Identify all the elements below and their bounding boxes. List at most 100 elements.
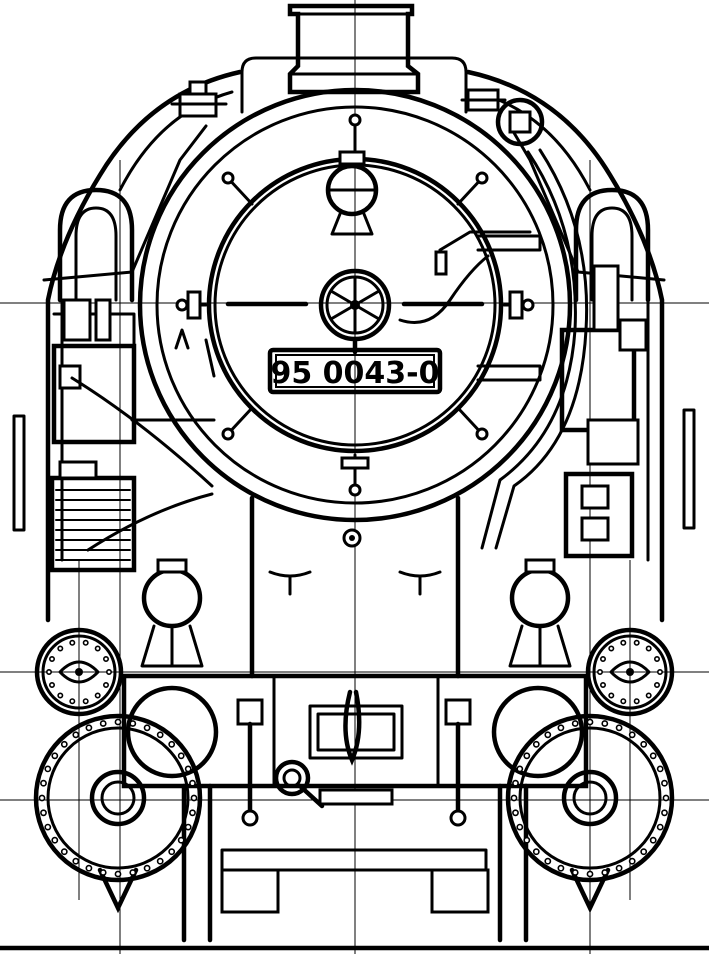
door-clamp-upper-right	[456, 171, 489, 206]
cylinder-left	[33, 713, 203, 914]
bolt-hole	[60, 848, 68, 856]
buffer-right	[585, 627, 675, 717]
bolt-hole	[601, 869, 609, 876]
bolt-hole	[640, 848, 648, 856]
bolt-hole	[103, 681, 110, 688]
bolt-hole	[99, 869, 107, 876]
bolt-hole	[168, 848, 176, 856]
bolt-hole	[516, 765, 524, 773]
hose-fitting-left	[236, 698, 264, 827]
bolt-hole	[69, 639, 76, 646]
screw-coupling	[273, 759, 394, 809]
bolt-hole	[156, 857, 164, 865]
bolt-hole	[129, 869, 137, 876]
bolt-hole	[620, 639, 627, 646]
bolt-hole	[184, 823, 192, 831]
bolt-hole	[599, 655, 606, 662]
number-plate-text: 95 0043-0	[270, 356, 439, 391]
bolt-hole	[662, 794, 670, 802]
bolt-hole	[656, 765, 664, 773]
door-clamp-bottom	[340, 453, 370, 497]
bolt-hole	[184, 765, 192, 773]
smokebox	[137, 87, 573, 523]
buffer-left-bolt-ring	[45, 639, 113, 705]
buffer-beam	[121, 673, 589, 789]
bolt-hole	[177, 752, 185, 760]
bolt-hole	[628, 731, 636, 739]
bolt-hole	[45, 668, 52, 675]
bolt-hole	[615, 724, 623, 732]
bolt-hole	[143, 864, 151, 872]
door-clamps	[175, 113, 535, 497]
bell-right	[495, 97, 545, 147]
bolt-hole	[571, 720, 579, 727]
bolt-hole	[628, 857, 636, 865]
cylinder-right	[505, 713, 675, 914]
bolt-hole	[60, 740, 68, 748]
headlight-top	[325, 150, 379, 236]
bolt-hole	[586, 718, 594, 726]
bolt-hole	[608, 692, 615, 699]
bolt-hole	[94, 645, 101, 652]
air-pump-left	[49, 298, 216, 573]
bolt-hole	[608, 645, 615, 652]
bolt-hole	[640, 740, 648, 748]
lamp-bracket-left	[174, 328, 216, 378]
door-clamp-top	[348, 113, 362, 152]
bolt-hole	[620, 698, 627, 705]
bolt-hole	[82, 639, 89, 646]
bolt-hole	[661, 809, 668, 817]
bolt-hole	[557, 724, 565, 732]
bolt-hole	[633, 639, 640, 646]
bolt-hole	[599, 681, 606, 688]
bolt-hole	[44, 765, 52, 773]
bolt-hole	[143, 724, 151, 732]
bolt-hole	[156, 731, 164, 739]
bolt-hole	[512, 779, 519, 787]
bolt-hole	[82, 698, 89, 705]
bolt-hole	[40, 779, 47, 787]
door-hinge-bars	[225, 234, 542, 382]
bolt-hole	[40, 809, 47, 817]
bolt-hole	[586, 870, 594, 878]
air-pump-right	[559, 264, 648, 559]
bolt-hole	[85, 864, 93, 872]
bolt-hole	[69, 698, 76, 705]
chimney	[287, 3, 421, 95]
bolt-hole	[48, 655, 55, 662]
lamp-lower-right	[508, 558, 572, 668]
bolt-hole	[516, 823, 524, 831]
bolt-hole	[653, 655, 660, 662]
valve-left-top	[170, 80, 228, 118]
bolt-hole	[51, 752, 59, 760]
bolt-hole	[512, 809, 519, 817]
bolt-hole	[72, 731, 80, 739]
bolt-hole	[645, 692, 652, 699]
bolt-hole	[168, 740, 176, 748]
bolt-hole	[177, 836, 185, 844]
bolt-hole	[656, 668, 663, 675]
bolt-hole	[601, 720, 609, 727]
buffer-right-bolt-ring	[596, 639, 663, 705]
door-handwheel	[318, 268, 392, 355]
bolt-hole	[129, 720, 137, 727]
bolt-hole	[103, 655, 110, 662]
bolt-hole	[532, 740, 540, 748]
door-clamp-lower-left	[221, 406, 254, 441]
bolt-hole	[72, 857, 80, 865]
bolt-hole	[615, 864, 623, 872]
valve-right-top	[460, 88, 507, 112]
bolt-hole	[99, 720, 107, 727]
bolt-hole	[571, 869, 579, 876]
bolt-hole	[510, 794, 518, 802]
door-clamp-right	[502, 290, 535, 320]
bolt-hole	[661, 779, 668, 787]
number-plate: 95 0043-0	[267, 347, 443, 395]
bolt-hole	[557, 864, 565, 872]
bolt-hole	[532, 848, 540, 856]
bolt-hole	[656, 823, 664, 831]
bolt-hole	[523, 752, 531, 760]
door-clamp-upper-left	[221, 171, 254, 206]
frame-bottom	[0, 783, 709, 951]
